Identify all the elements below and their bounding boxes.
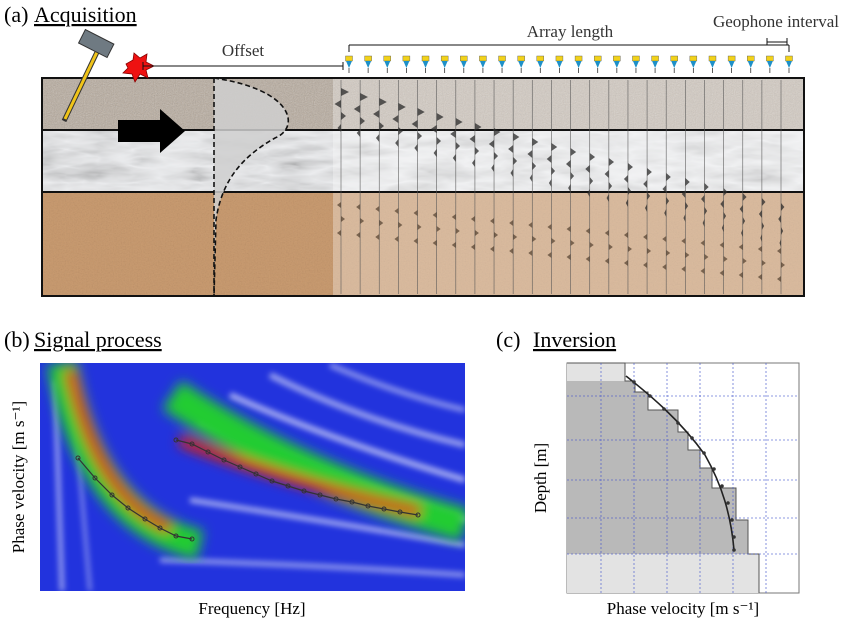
picked-points-mode1 xyxy=(75,455,195,542)
picked-curve-mode1 xyxy=(77,457,193,540)
seismic-trace xyxy=(681,80,690,294)
inversion-plot xyxy=(566,362,800,594)
seismic-trace xyxy=(662,80,671,294)
geophone-icon xyxy=(498,55,506,73)
array-length-label: Array length xyxy=(527,22,614,41)
offset-bracket xyxy=(142,62,344,70)
geophone-icon xyxy=(708,55,717,73)
array-region-wash xyxy=(333,78,804,296)
geophone-interval-bracket xyxy=(766,38,788,45)
seismic-trace xyxy=(566,80,577,294)
plot-grid xyxy=(567,363,799,593)
seismic-trace xyxy=(719,80,728,294)
geophone-icon xyxy=(727,55,736,73)
geophone-interval-label: Geophone interval xyxy=(713,12,839,31)
panel-acquisition: (a) Acquisition xyxy=(4,2,839,297)
seismic-trace xyxy=(623,80,633,294)
picked-points-mode2 xyxy=(173,437,421,518)
panel-b-ylabel: Phase velocity [m s⁻¹] xyxy=(9,401,28,553)
geophone-icon xyxy=(460,55,468,73)
seismic-trace xyxy=(430,80,444,294)
geophone-icon xyxy=(689,55,698,73)
panel-b-title: Signal process xyxy=(34,327,162,352)
seismic-trace xyxy=(777,80,785,294)
offset-label: Offset xyxy=(222,41,264,60)
impact-burst-icon xyxy=(122,52,155,83)
fitted-points xyxy=(632,380,736,552)
panel-signal-process: (b) Signal process xyxy=(4,327,465,618)
geophone-icon xyxy=(670,55,678,73)
array-length-bracket xyxy=(348,44,790,52)
geophone-icon xyxy=(421,55,430,73)
geophone-icon xyxy=(593,55,602,73)
geophone-icon xyxy=(383,55,391,73)
geophone-icon xyxy=(345,55,353,73)
panel-b-xlabel: Frequency [Hz] xyxy=(198,599,305,618)
seismic-trace xyxy=(508,80,520,294)
seismic-trace xyxy=(450,80,463,294)
geophone-icon xyxy=(766,55,774,73)
geophone-icon xyxy=(785,55,793,73)
seismic-trace xyxy=(353,80,368,294)
seismic-trace xyxy=(334,80,349,294)
geophone-icon xyxy=(440,55,449,73)
geophone-icon xyxy=(517,55,525,73)
panel-a-title: Acquisition xyxy=(34,2,137,27)
geophone-icon xyxy=(536,55,545,73)
seismic-trace xyxy=(738,80,747,294)
panel-b-letter: (b) xyxy=(4,327,30,352)
geophone-icon xyxy=(574,55,583,73)
energy-bands xyxy=(47,363,465,560)
picked-curve-mode2 xyxy=(175,439,419,516)
panel-c-title: Inversion xyxy=(533,327,616,352)
seismic-trace xyxy=(392,80,406,294)
seismic-trace xyxy=(527,80,539,294)
seismic-trace xyxy=(411,80,425,294)
wave-direction-arrow-icon xyxy=(118,109,185,153)
seismic-trace xyxy=(604,80,615,294)
halfspace-layer xyxy=(567,554,759,593)
seismic-trace xyxy=(757,80,766,294)
panel-a-letter: (a) xyxy=(4,2,28,27)
geophone-icon xyxy=(651,55,659,73)
seismic-trace xyxy=(585,80,596,294)
geophone-icon xyxy=(555,55,564,73)
geophone-array xyxy=(345,55,793,73)
velocity-profile-outline xyxy=(567,362,760,593)
soil-layers xyxy=(41,77,805,297)
seismic-trace xyxy=(700,80,709,294)
section-border xyxy=(41,77,805,297)
panel-inversion: (c) Inversion Phase velocity [m s⁻¹] Dep… xyxy=(496,327,800,618)
panel-c-ylabel: Depth [m] xyxy=(531,443,550,513)
geophone-icon xyxy=(479,55,487,73)
seismic-trace xyxy=(488,80,501,294)
geophone-icon xyxy=(613,55,621,73)
panel-c-xlabel: Phase velocity [m s⁻¹] xyxy=(607,599,759,618)
geophone-icon xyxy=(364,55,372,73)
geophone-icon xyxy=(402,55,411,73)
surface-wave-shape xyxy=(213,77,290,297)
seismic-trace xyxy=(373,80,387,294)
sledgehammer-icon xyxy=(61,28,115,123)
seismic-trace xyxy=(546,80,558,294)
velocity-profile xyxy=(567,381,748,554)
seismic-trace xyxy=(643,80,652,294)
geophone-icon xyxy=(632,55,640,73)
geophone-icon xyxy=(747,55,755,73)
seismogram-traces xyxy=(334,80,785,294)
seismic-trace xyxy=(469,80,482,294)
surface-layer xyxy=(567,363,625,381)
panel-c-letter: (c) xyxy=(496,327,520,352)
layer-bottom-texture xyxy=(42,192,804,296)
dispersion-image xyxy=(40,363,465,591)
